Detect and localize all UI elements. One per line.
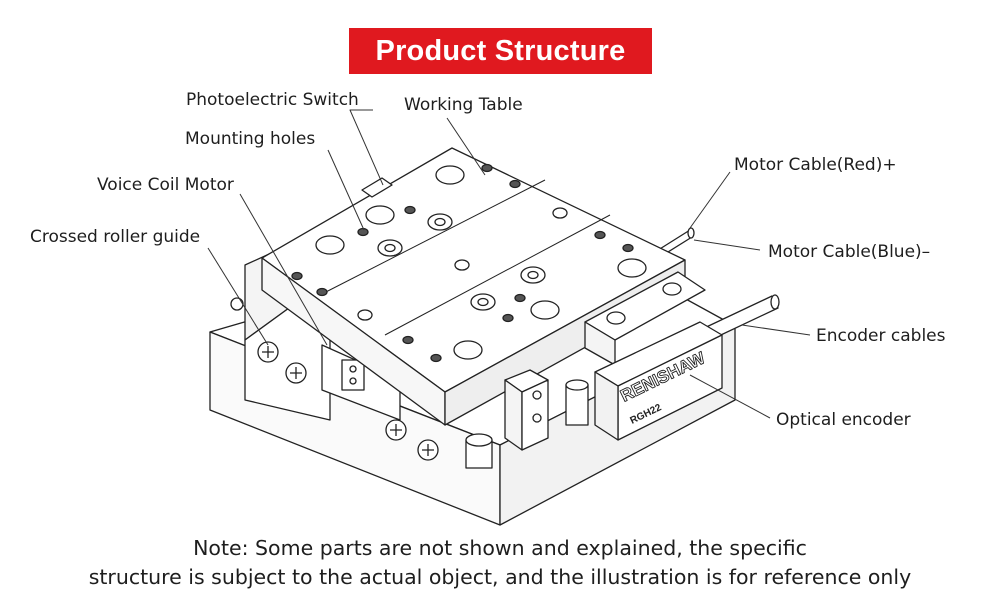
limit-block <box>465 369 589 469</box>
crossed-roller-guide <box>230 297 439 461</box>
label-optical-encoder: Optical encoder <box>776 410 911 430</box>
label-working-table: Working Table <box>404 95 523 115</box>
label-crossed-roller-guide: Crossed roller guide <box>30 227 201 247</box>
note-line-1: Note: Some parts are not shown and expla… <box>193 536 807 560</box>
title-banner: Product Structure <box>349 28 652 74</box>
leader-lines <box>207 109 811 419</box>
note-line-2: structure is subject to the actual objec… <box>88 565 912 589</box>
label-mounting-holes: Mounting holes <box>185 129 316 149</box>
label-voice-coil-motor: Voice Coil Motor <box>97 175 234 195</box>
label-encoder-cables: Encoder cables <box>816 326 946 346</box>
page-title: Product Structure <box>375 34 626 67</box>
label-photoelectric-switch: Photoelectric Switch <box>186 90 359 110</box>
encoder-bracket <box>584 271 706 366</box>
label-motor-cable-blue: Motor Cable(Blue)– <box>768 242 931 262</box>
label-motor-cable-red: Motor Cable(Red)+ <box>734 155 897 175</box>
optical-encoder: RENISHAW RGH22 <box>594 321 723 441</box>
